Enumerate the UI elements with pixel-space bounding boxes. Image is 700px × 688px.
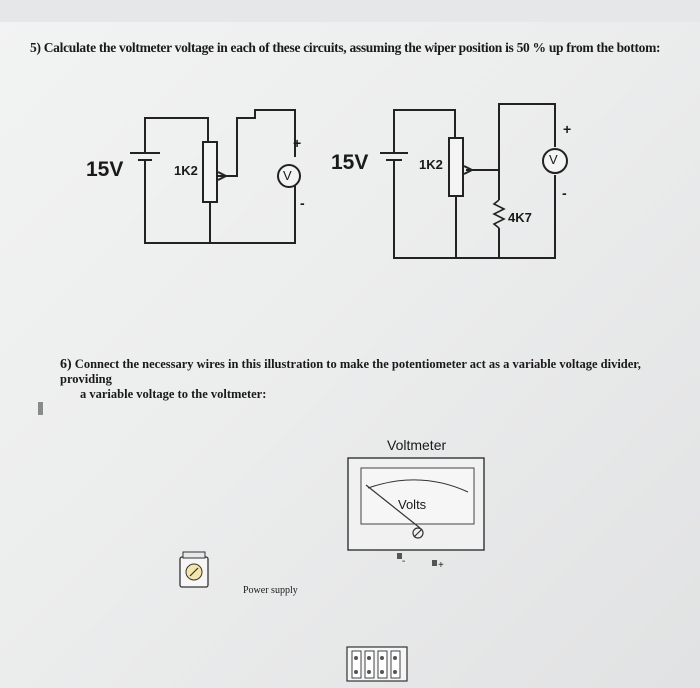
circuit1-plus-sign: + <box>293 135 302 151</box>
terminal-plus-label: + <box>438 560 444 571</box>
circuit2-load-label: 4K7 <box>508 210 532 225</box>
top-tab-strip <box>0 0 700 22</box>
circuit2-resistor-label: 1K2 <box>419 157 443 172</box>
question-6-line1: Connect the necessary wires in this illu… <box>60 357 641 386</box>
power-supply-label: Power supply <box>243 585 298 596</box>
circuit2-minus-sign: - <box>562 185 567 201</box>
dial-needle <box>365 484 421 529</box>
circuit2-plus-sign: + <box>563 121 572 137</box>
zero-adjust-screw <box>412 527 424 539</box>
dial-label: Volts <box>398 497 427 512</box>
question-6-number: 6) <box>60 357 72 372</box>
question-6-line2: a variable voltage to the voltmeter: <box>80 387 267 401</box>
terminal-minus-label: - <box>402 556 406 567</box>
circuit2-source-label: 15V <box>331 151 369 174</box>
question-5-text: Calculate the voltmeter voltage in each … <box>43 40 661 55</box>
circuit1-minus-sign: - <box>300 195 305 211</box>
voltmeter-title: Voltmeter <box>387 437 447 453</box>
voltmeter-dial <box>360 467 475 525</box>
dial-scale-arc <box>367 479 469 493</box>
circuit2-meter-label: V <box>549 152 558 167</box>
question-5: 5) Calculate the voltmeter voltage in ea… <box>30 40 661 56</box>
circuit1-resistor-label: 1K2 <box>174 163 198 178</box>
circuit1-meter-label: V <box>283 168 292 183</box>
terminal-negative <box>397 553 402 559</box>
margin-mark <box>38 402 43 415</box>
question-5-number: 5) <box>30 40 41 55</box>
circuit1-source-label: 15V <box>86 158 124 181</box>
question-6: 6) Connect the necessary wires in this i… <box>60 357 660 402</box>
terminal-positive <box>432 560 437 566</box>
